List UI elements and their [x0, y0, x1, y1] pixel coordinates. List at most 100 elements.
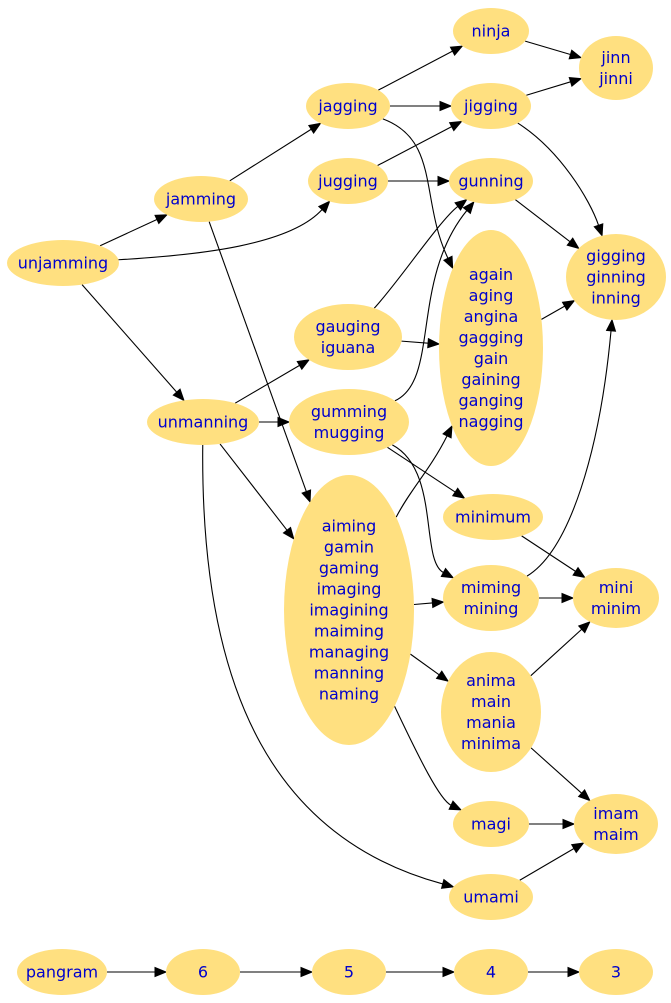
node-label: minimum	[455, 508, 531, 527]
arrowhead-icon	[605, 318, 617, 332]
edge-layer	[81, 40, 617, 978]
node-label: naming	[319, 685, 379, 704]
edge-unmanning-to-gumming	[259, 416, 291, 428]
node-imam: imam maim	[574, 794, 658, 854]
arrowhead-icon	[443, 255, 454, 270]
node-magi: magi	[453, 801, 529, 847]
edge-miming-to-gigging	[526, 318, 617, 577]
node-label: jigging	[463, 97, 518, 116]
edge-line	[81, 284, 178, 393]
edge-ninja-to-jinn	[524, 40, 583, 60]
node-ellipse	[284, 475, 414, 745]
edge-aiming-to-again	[395, 424, 453, 518]
node-label: ganging	[459, 391, 524, 410]
node-label: jamming	[165, 190, 236, 209]
node-label: minima	[461, 734, 521, 753]
node-ellipse	[7, 240, 119, 286]
edge-line	[202, 444, 443, 885]
edge-unmanning-to-umami	[202, 444, 455, 889]
node-label: again	[469, 265, 513, 284]
edge-line	[521, 535, 576, 572]
node-ellipse	[579, 949, 653, 995]
node-miming: miming mining	[443, 565, 539, 631]
arrowhead-icon	[282, 526, 295, 540]
edge-jagging-to-jigging	[390, 100, 453, 112]
node-ellipse	[566, 234, 666, 320]
node-ellipse	[574, 794, 658, 854]
node-n5: 5	[312, 949, 386, 995]
node-label: ninja	[472, 22, 511, 41]
arrowhead-icon	[449, 45, 464, 57]
node-pangram: pangram	[17, 949, 107, 995]
arrowhead-icon	[572, 566, 586, 579]
arrowhead-icon	[593, 223, 604, 237]
node-label: unmanning	[158, 413, 249, 432]
node-ellipse	[439, 230, 543, 466]
node-ellipse	[449, 874, 533, 920]
edge-line	[395, 435, 448, 518]
node-n6: 6	[166, 949, 240, 995]
node-anima: anima main mania minima	[441, 652, 541, 772]
arrowhead-icon	[451, 487, 466, 499]
arrowhead-icon	[568, 49, 583, 60]
node-ellipse	[147, 399, 259, 445]
node-label: gaming	[319, 559, 379, 578]
edge-line	[394, 210, 468, 402]
node-label: iguana	[321, 338, 376, 357]
node-label: mania	[466, 713, 516, 732]
node-label: jinn	[600, 48, 630, 67]
edge-jamming-to-aiming	[208, 221, 312, 504]
node-layer: unjammingjammingjaggingjuggingninjajinnj…	[7, 8, 666, 995]
node-ellipse	[441, 652, 541, 772]
node-label: mining	[464, 599, 519, 618]
node-ellipse	[308, 158, 388, 204]
edge-gunning-to-gigging	[515, 199, 580, 250]
arrowhead-icon	[561, 300, 576, 311]
edge-line	[378, 50, 453, 91]
node-ellipse	[166, 949, 240, 995]
edge-gumming-to-minimum	[387, 446, 466, 499]
node-label: imam	[593, 804, 638, 823]
arrowhead-icon	[567, 966, 581, 978]
edge-gauging-to-again	[401, 337, 441, 349]
node-n4: 4	[454, 949, 528, 995]
edge-line	[410, 653, 440, 676]
edge-jugging-to-gunning	[388, 175, 451, 187]
edge-line	[530, 747, 582, 794]
node-label: mini	[599, 578, 634, 597]
node-label: main	[471, 692, 511, 711]
node-label: maim	[593, 825, 638, 844]
edge-line	[526, 330, 612, 577]
node-ellipse	[579, 36, 653, 100]
edge-line	[530, 628, 583, 677]
node-jagging: jagging	[306, 83, 390, 129]
edge-minimum-to-mini	[521, 535, 586, 579]
edge-line	[541, 305, 565, 320]
edge-line	[229, 128, 312, 182]
edge-jagging-to-again	[382, 118, 454, 270]
node-label: anima	[466, 671, 516, 690]
arrowhead-icon	[307, 122, 322, 134]
arrowhead-icon	[577, 620, 591, 634]
edge-aiming-to-magi	[394, 706, 463, 811]
edge-line	[373, 205, 459, 309]
node-ellipse	[306, 83, 390, 129]
arrowhead-icon	[462, 200, 475, 215]
node-label: aging	[469, 286, 514, 305]
node-label: gumming	[311, 402, 387, 421]
node-label: miming	[461, 578, 521, 597]
edge-jigging-to-gigging	[517, 122, 604, 237]
edge-unjamming-to-jugging	[118, 200, 331, 261]
edge-unmanning-to-aiming	[219, 443, 295, 540]
arrowhead-icon	[566, 237, 580, 250]
node-umami: umami	[449, 874, 533, 920]
node-label: 5	[344, 963, 354, 982]
node-label: manning	[314, 664, 384, 683]
node-label: umami	[463, 888, 519, 907]
node-ellipse	[573, 568, 659, 628]
edge-line	[208, 221, 307, 492]
edge-anima-to-imam	[530, 747, 591, 802]
